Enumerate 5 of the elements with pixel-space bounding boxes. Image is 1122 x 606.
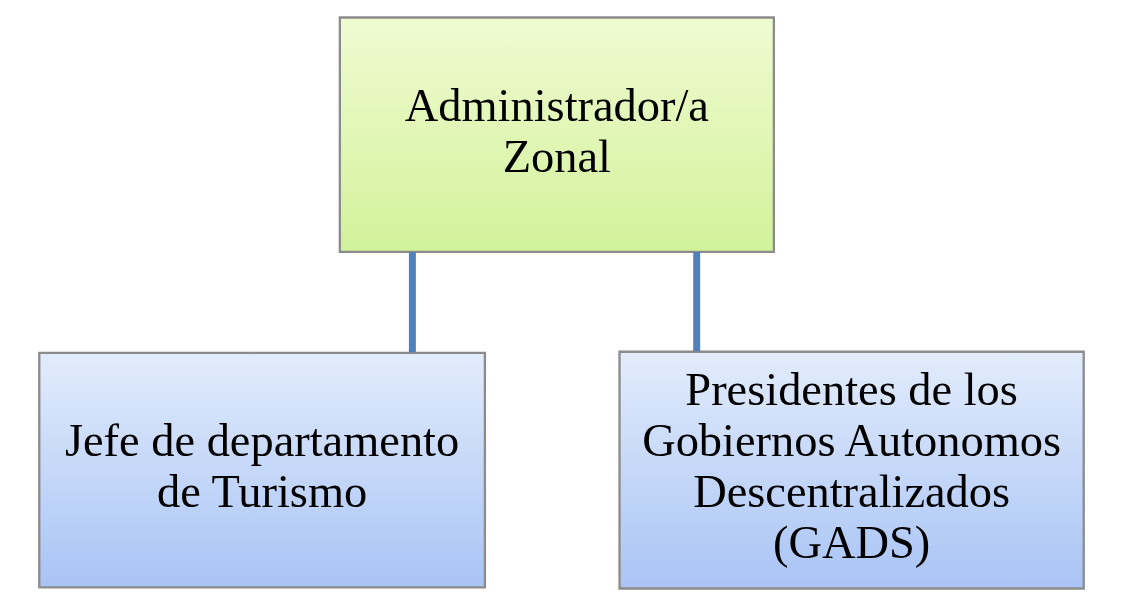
connector [692,252,700,352]
node-box: Presidentes de los Gobiernos Autonomos Descentralizados (GADS) [617,350,1085,590]
connector [408,252,416,353]
node-box: Jefe de departamento de Turismo [37,351,486,589]
node-box: Administrador/a Zonal [338,16,775,254]
